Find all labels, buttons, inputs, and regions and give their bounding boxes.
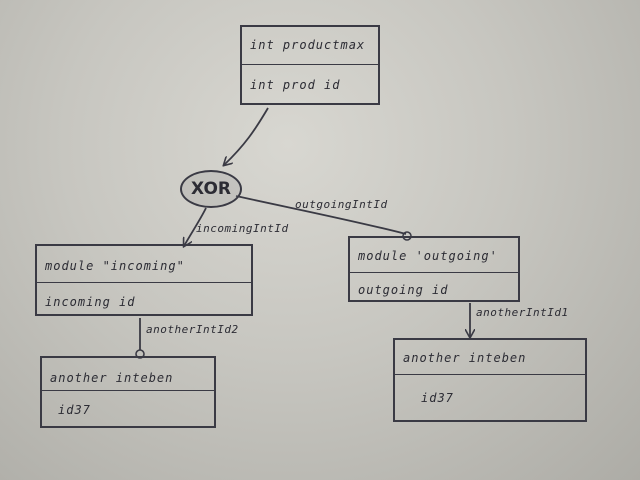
entity-product: int productmax int prod id [240,25,380,105]
xor-node: XOR [180,170,242,208]
entity-module-outgoing-row-2: outgoing id [358,283,449,297]
edge-incoming-to-another-end-circle [135,349,145,359]
edge-xor-to-outgoing [235,195,407,235]
entity-module-outgoing: module 'outgoing' outgoing id [348,236,520,302]
entity-another-right: another inteben id37 [393,338,587,422]
edge-xor-to-incoming [184,207,207,246]
edge-label-another-int-id-2: anotherIntId2 [146,323,239,336]
edge-top-to-xor [224,107,269,165]
edge-label-incoming-int-id: incomingIntId [196,222,289,235]
edge-label-outgoing-int-id: outgoingIntId [295,198,388,211]
entity-module-incoming-row-2: incoming id [45,295,136,309]
entity-another-right-row-2: id37 [421,391,454,405]
entity-another-left-row-1: another inteben [50,371,174,385]
entity-product-row-2: int prod id [250,78,341,92]
entity-module-outgoing-row-1: module 'outgoing' [358,249,498,263]
entity-another-left: another inteben id37 [40,356,216,428]
entity-another-left-row-2: id37 [58,403,91,417]
entity-another-right-row-1: another inteben [403,351,527,365]
entity-another-right-divider [395,374,585,375]
entity-module-incoming: module "incoming" incoming id [35,244,253,316]
entity-product-row-1: int productmax [250,38,366,52]
entity-product-divider [242,64,378,65]
edge-label-another-int-id-1: anotherIntId1 [476,306,569,319]
entity-module-incoming-divider [37,282,251,283]
entity-another-left-divider [42,390,214,391]
entity-module-incoming-row-1: module "incoming" [45,259,185,273]
entity-module-outgoing-divider [350,272,518,273]
